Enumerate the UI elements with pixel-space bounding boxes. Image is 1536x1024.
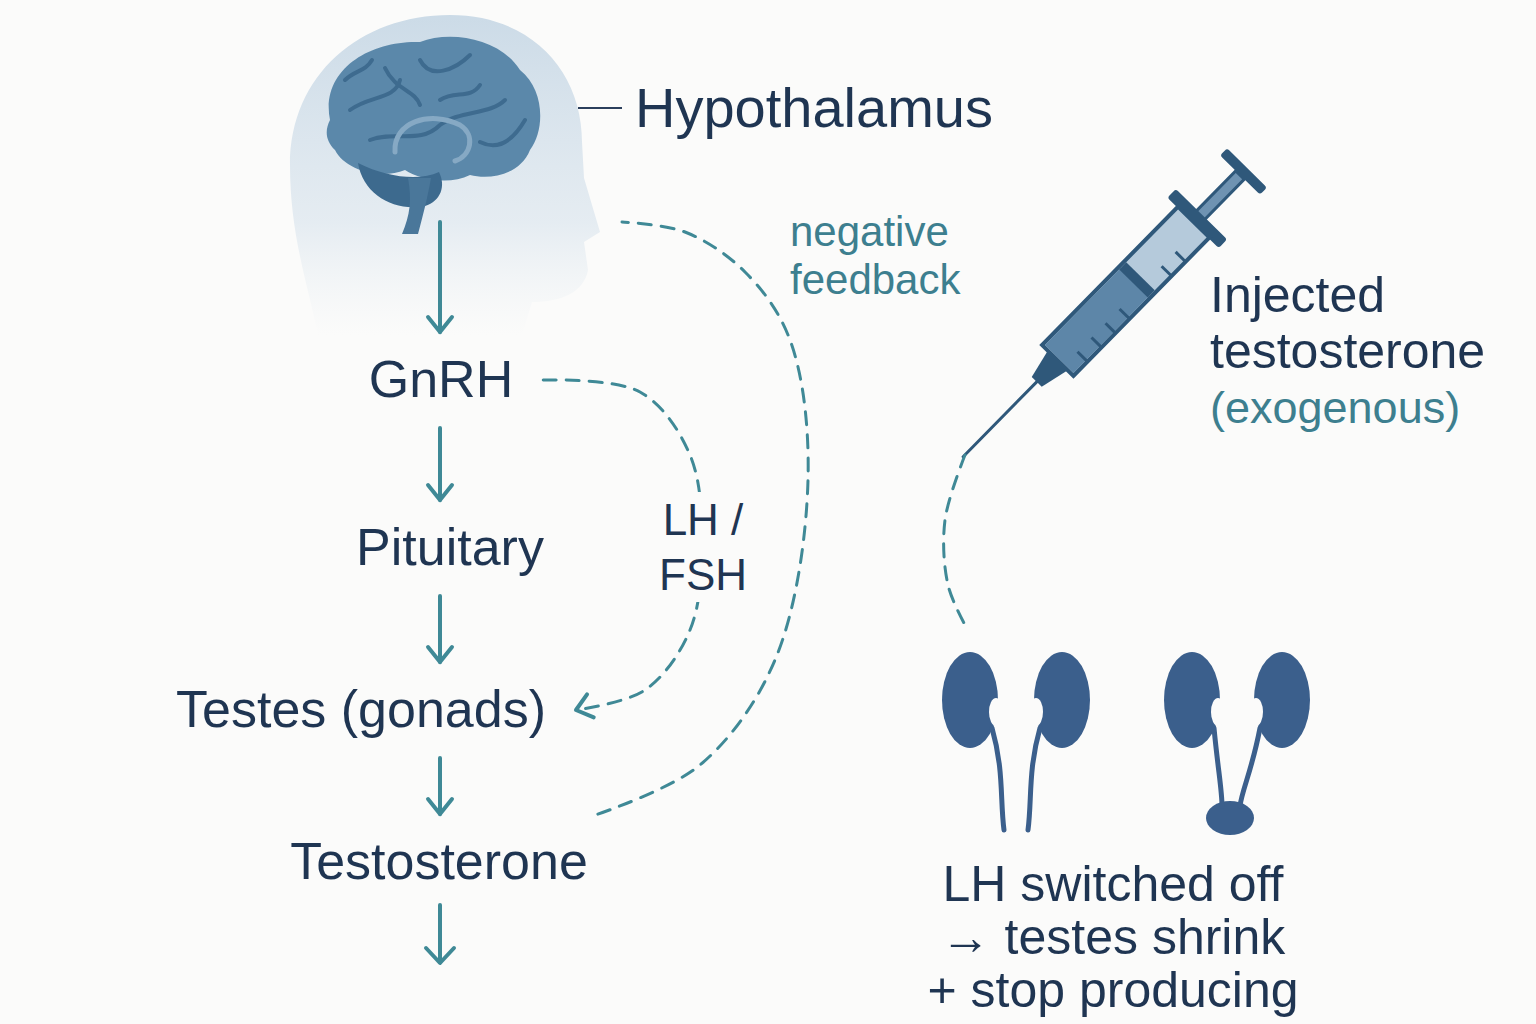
brain-cerebrum (327, 37, 541, 181)
syringe-tick (1092, 338, 1102, 348)
testis-icon (942, 652, 998, 748)
flow-arrow-shaft (438, 428, 442, 500)
bladder-icon (1206, 801, 1254, 835)
flow-arrow-shaft (438, 222, 442, 332)
flow-node: Testosterone (260, 814, 618, 910)
dashed-connector-line (944, 455, 965, 625)
arrow-head (576, 694, 594, 717)
syringe-barrel (1042, 207, 1209, 376)
node-text: Hypothalamus (635, 76, 993, 140)
duct-line (992, 728, 1004, 830)
node-text: Testosterone (290, 832, 588, 892)
arrow-head (428, 485, 452, 500)
brain-fold (480, 120, 525, 145)
connector (428, 596, 452, 662)
brain-fold (440, 85, 480, 100)
flow-node: Testes (gonads) (146, 662, 576, 758)
brain-fold (350, 80, 400, 110)
node-text: (exogenous) (1210, 382, 1460, 434)
leader-line (578, 107, 622, 109)
node-text: Injected testosterone (1210, 267, 1510, 379)
connector (944, 455, 965, 625)
arrow-head (428, 799, 452, 814)
node-text: Testes (gonads) (176, 680, 546, 740)
flow-arrow-head (426, 948, 454, 963)
brain-stem (402, 178, 431, 234)
testis-notch (1029, 698, 1043, 726)
testis-notch (989, 698, 1003, 726)
duct-line (1028, 728, 1040, 830)
connector (428, 428, 452, 500)
flow-node: Pituitary (326, 500, 574, 596)
syringe-tick (1077, 352, 1087, 362)
syringe-stopper (1119, 262, 1155, 297)
connector (428, 222, 452, 332)
flow-node: Hypothalamus (290, 40, 1050, 222)
flow-arrow-shaft (438, 905, 442, 962)
arrow-head (428, 317, 452, 332)
node-text: GnRH (369, 350, 513, 410)
brain-fold (385, 68, 420, 105)
flow-arrow-shaft (438, 596, 442, 662)
syringe-tick (1120, 309, 1130, 319)
connector-label: LH / FSH (648, 492, 758, 602)
testis-notch (1249, 698, 1263, 726)
syringe-tick (1106, 323, 1116, 333)
head-silhouette (290, 15, 600, 335)
flow-node: Injected testosterone(exogenous) (955, 160, 1500, 455)
flow-node: GnRH (339, 332, 543, 428)
brain-fold (345, 60, 372, 80)
connector-label: negative feedback (790, 208, 1000, 304)
flow-arrow-shaft (438, 758, 442, 814)
node-text: Pituitary (356, 518, 544, 578)
syringe-tick (1176, 252, 1186, 262)
dashed-connector-line (598, 222, 808, 814)
testis-icon (1164, 652, 1220, 748)
syringe-liquid (1045, 268, 1149, 373)
brain-limbic (395, 119, 470, 161)
testis-icon (1034, 652, 1090, 748)
testis-icon (1254, 652, 1310, 748)
syringe-needle (963, 382, 1037, 457)
duct-line (1240, 728, 1260, 806)
testis-notch (1211, 698, 1225, 726)
node-text: LH switched off → testes shrink + stop p… (923, 858, 1303, 1017)
brain-fold (420, 55, 470, 71)
flow-node: LH switched off → testes shrink + stop p… (915, 625, 1335, 1020)
syringe-tick (1162, 266, 1172, 276)
arrow-head (428, 647, 452, 662)
connector (428, 758, 452, 814)
connector (598, 222, 808, 814)
duct-line (1214, 728, 1222, 806)
